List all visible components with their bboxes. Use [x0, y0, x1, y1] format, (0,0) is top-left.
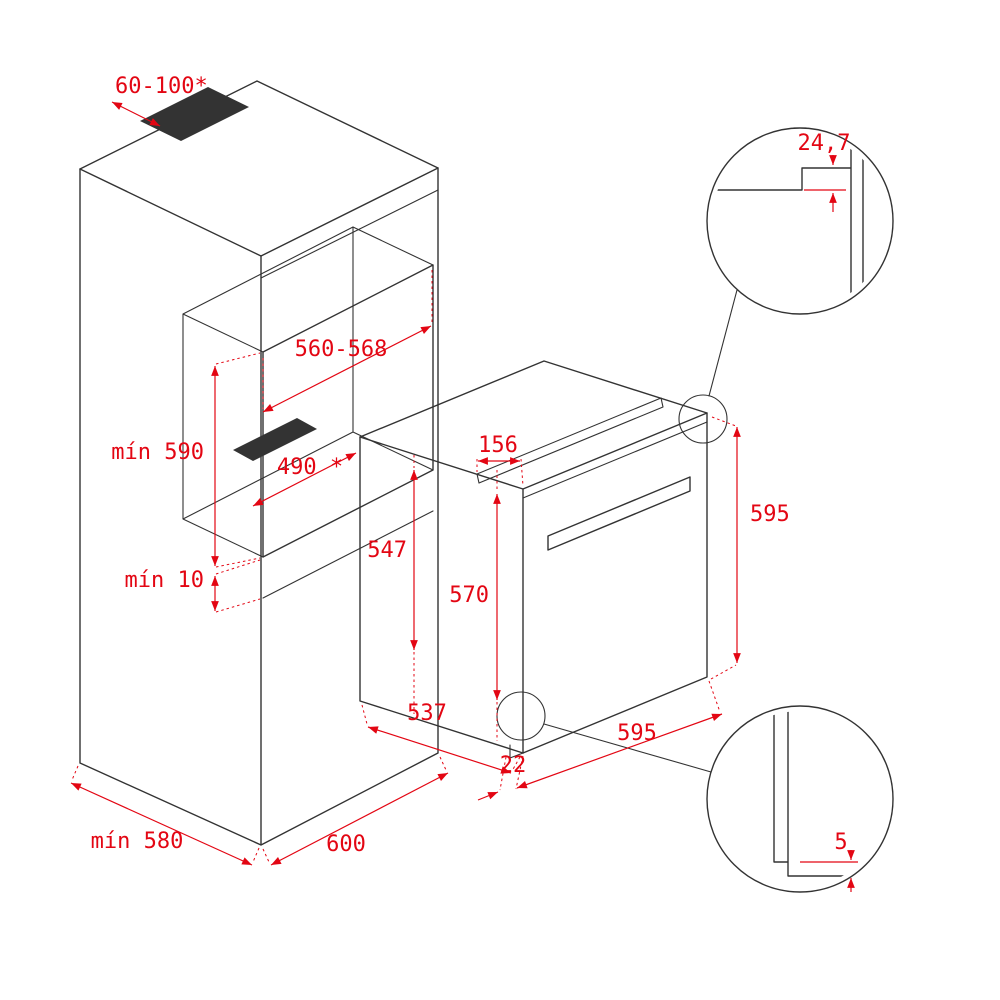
- cabinet-body-edges: [79, 167, 439, 846]
- dim-top-overhang: 24,7: [798, 131, 851, 212]
- oven-door-handle: [547, 476, 691, 551]
- detail-circle-bottom: 5: [706, 705, 894, 893]
- dim-label-cabinet-depth: mín 580: [91, 829, 184, 854]
- dim-label-niche-vent: 490 *: [277, 455, 343, 480]
- dim-niche-vent: 490 *: [252, 452, 357, 507]
- detail-marker-top: [678, 394, 728, 444]
- oven-drawing: [359, 360, 708, 759]
- dim-oven-front-panel-height: 570: [449, 470, 501, 741]
- oven-front-face: [522, 412, 708, 754]
- oven-top-face: [359, 360, 708, 490]
- dim-vent-slot: 60-100*: [111, 74, 208, 127]
- detail-circle-top: 24,7: [706, 127, 894, 315]
- dim-label-niche-width: 560-568: [295, 337, 388, 362]
- dim-label-oven-width: 595: [617, 721, 657, 746]
- dim-label-top-overhang: 24,7: [798, 131, 851, 156]
- cabinet-front-frame-line: [260, 189, 439, 279]
- detail-marker-bottom: [496, 691, 546, 741]
- dim-oven-top-recess: 156: [476, 433, 524, 487]
- dim-label-vent-slot: 60-100*: [115, 74, 208, 99]
- dim-oven-width: 595: [516, 680, 723, 789]
- dim-label-oven-top-recess: 156: [478, 433, 518, 458]
- detail-bottom-section-lines: [773, 711, 867, 877]
- leader-line-top: [708, 289, 738, 397]
- dim-bottom-gap: 5: [800, 830, 858, 892]
- cabinet-top-face: [79, 80, 439, 257]
- detail-top-section-lines: [712, 133, 864, 309]
- dim-label-oven-body-height: 547: [367, 538, 407, 563]
- oven-top-trim-line: [522, 421, 708, 499]
- dim-label-niche-height: mín 590: [111, 440, 204, 465]
- dim-clearance: mín 10: [125, 559, 261, 613]
- dim-label-oven-depth: 537: [407, 701, 447, 726]
- dim-oven-height: 595: [710, 416, 790, 680]
- dim-label-oven-height: 595: [750, 502, 790, 527]
- dim-oven-body-height: 547: [367, 455, 418, 714]
- niche-interior: [182, 226, 434, 558]
- dim-oven-depth: 537: [361, 701, 521, 774]
- dim-door-offset: 22: [477, 753, 527, 801]
- dim-niche-height: mín 590: [111, 352, 261, 568]
- dim-cabinet-width: 600: [262, 756, 449, 866]
- dim-label-clearance: mín 10: [125, 568, 204, 593]
- dim-label-oven-front-panel-height: 570: [449, 583, 489, 608]
- dim-cabinet-depth: mín 580: [70, 765, 260, 866]
- dim-label-bottom-gap: 5: [834, 830, 847, 855]
- cabinet-vent-slot: [140, 87, 249, 141]
- dim-niche-width: 560-568: [262, 270, 433, 413]
- niche-opening: [262, 264, 434, 558]
- niche-vent-slot: [233, 418, 317, 461]
- oven-top-step: [476, 397, 664, 484]
- dim-label-door-offset: 22: [500, 753, 527, 778]
- niche-lower-shelf-line: [262, 510, 434, 599]
- detail-top-outline: [706, 127, 894, 315]
- detail-bottom-outline: [706, 705, 894, 893]
- dim-label-cabinet-width: 600: [326, 832, 366, 857]
